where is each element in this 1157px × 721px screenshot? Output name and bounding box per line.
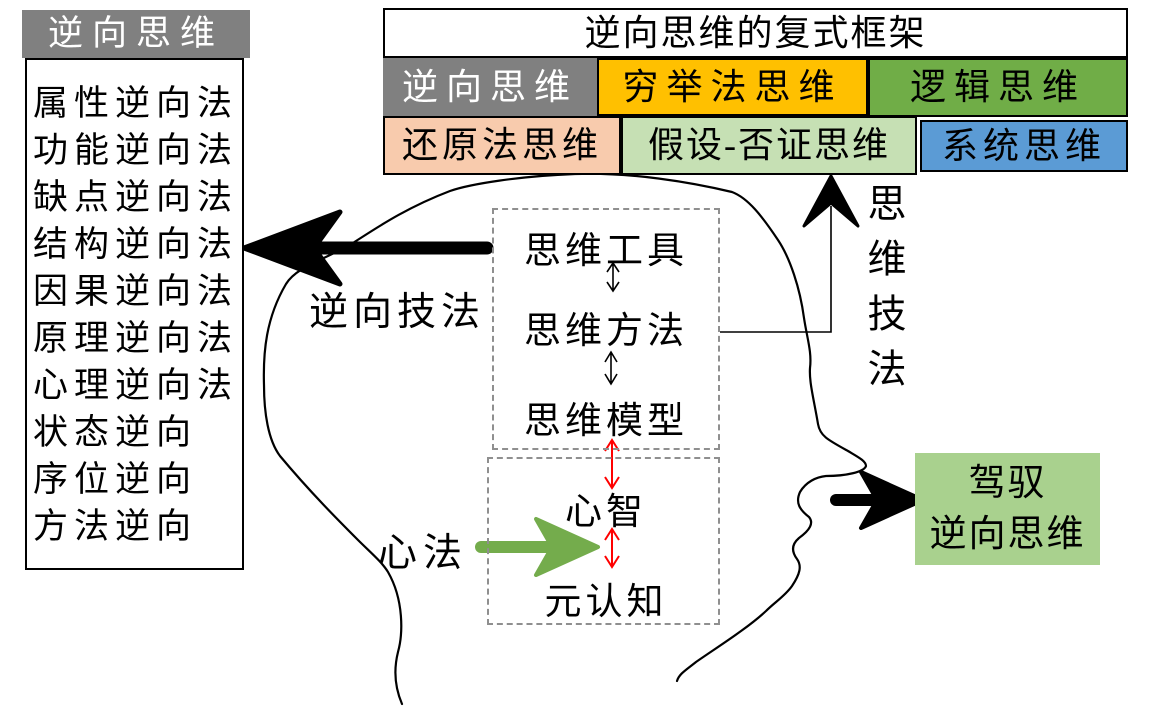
red-double-arrow-icon bbox=[604, 527, 620, 569]
cell-reverse-thinking: 逆向思维 bbox=[383, 58, 597, 116]
head-outline-icon bbox=[262, 172, 868, 706]
up-arrow-connector-icon bbox=[720, 174, 860, 333]
outcome-box: 驾驭 逆向思维 bbox=[915, 453, 1100, 565]
outcome-line: 驾驭 bbox=[968, 463, 1047, 504]
list-item: 因果逆向法 bbox=[33, 272, 239, 311]
cell-system-thinking: 系统思维 bbox=[920, 120, 1128, 172]
list-item: 心理逆向法 bbox=[33, 366, 239, 405]
list-item: 结构逆向法 bbox=[33, 225, 239, 264]
framework-table-title: 逆向思维的复式框架 bbox=[383, 8, 1128, 58]
list-item: 原理逆向法 bbox=[33, 319, 239, 358]
thinking-technique-label: 思维技法 bbox=[862, 183, 905, 403]
list-item: 缺点逆向法 bbox=[33, 178, 239, 217]
cell-logical-thinking: 逻辑思维 bbox=[868, 58, 1128, 117]
left-panel-title: 逆向思维 bbox=[22, 10, 250, 58]
tools-methods-models-box bbox=[492, 208, 720, 450]
metacognition-label: 元认知 bbox=[544, 582, 668, 623]
cell-exhaustive-thinking: 穷举法思维 bbox=[597, 58, 868, 116]
double-arrow-icon bbox=[604, 350, 618, 386]
list-item: 序位逆向 bbox=[33, 460, 198, 499]
mind-method-label: 心法 bbox=[378, 532, 469, 575]
list-item: 方法逆向 bbox=[33, 507, 198, 546]
outcome-line: 逆向思维 bbox=[929, 514, 1086, 555]
cell-reduction-thinking: 还原法思维 bbox=[383, 116, 621, 175]
cell-hypothesis-refutation-thinking: 假设-否证思维 bbox=[621, 116, 917, 175]
list-item: 属性逆向法 bbox=[33, 84, 239, 123]
thinking-tools-label: 思维工具 bbox=[524, 231, 688, 272]
thinking-methods-label: 思维方法 bbox=[524, 311, 688, 352]
reverse-technique-label: 逆向技法 bbox=[309, 291, 486, 334]
list-item: 状态逆向 bbox=[33, 413, 198, 452]
green-arrow-icon bbox=[475, 517, 600, 577]
mind-label: 心智 bbox=[565, 492, 647, 533]
left-panel-list: 属性逆向法 功能逆向法 缺点逆向法 结构逆向法 因果逆向法 原理逆向法 心理逆向… bbox=[25, 58, 244, 570]
double-arrow-icon bbox=[606, 261, 620, 293]
mind-metacognition-box bbox=[487, 457, 720, 625]
thinking-models-label: 思维模型 bbox=[524, 401, 688, 442]
list-item: 功能逆向法 bbox=[33, 131, 239, 170]
left-arrow-icon bbox=[241, 209, 494, 287]
right-arrow-icon bbox=[830, 470, 925, 530]
